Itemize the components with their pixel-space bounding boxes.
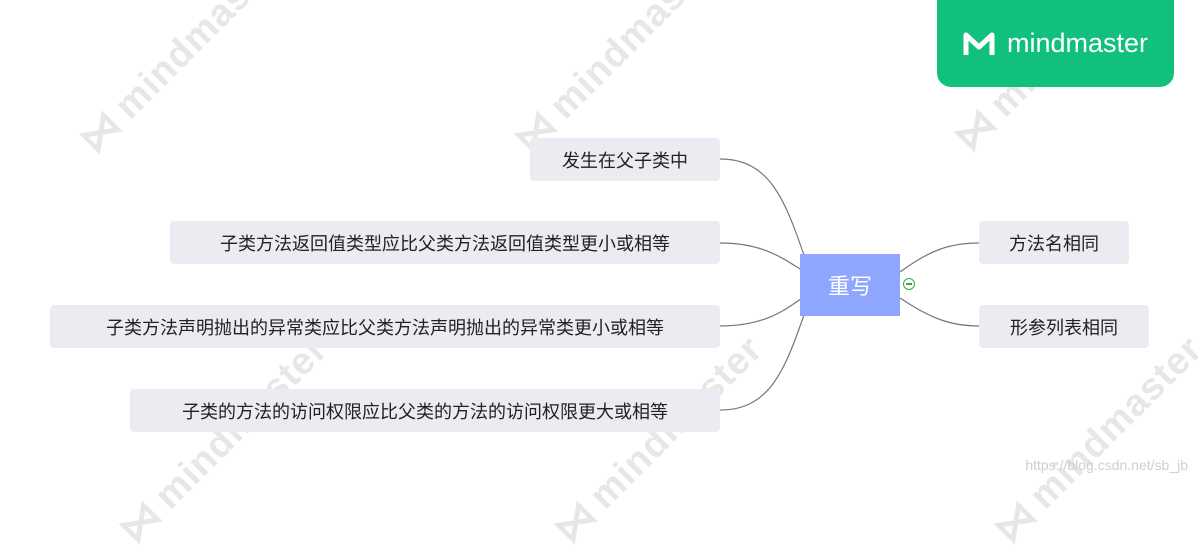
topic-label: 子类方法返回值类型应比父类方法返回值类型更小或相等 (220, 233, 670, 255)
central-topic-label: 重写 (827, 275, 872, 300)
topic-label: 形参列表相同 (1010, 317, 1118, 339)
topic-node[interactable]: 方法名相同 (979, 221, 1129, 264)
connector-lines (719, 158, 980, 411)
source-url-watermark: https://blog.csdn.net/sb_jb (1025, 457, 1188, 473)
mind-map-canvas: ⋈mindmaster ⋈mindmaster ⋈mindmaster ⋈min… (0, 0, 1198, 481)
connector-right-1 (899, 242, 980, 273)
central-topic[interactable]: 重写 (800, 254, 900, 316)
topic-label: 子类的方法的访问权限应比父类的方法的访问权限更大或相等 (182, 401, 668, 423)
connector-left-2 (719, 242, 806, 273)
connector-left-4 (719, 311, 806, 411)
brand-badge: mindmaster (937, 0, 1174, 87)
topic-label: 子类方法声明抛出的异常类应比父类方法声明抛出的异常类更小或相等 (106, 317, 664, 339)
connector-left-1 (719, 158, 806, 259)
topic-node[interactable]: 发生在父子类中 (530, 138, 720, 181)
topic-label: 发生在父子类中 (562, 150, 688, 172)
topic-node[interactable]: 子类方法返回值类型应比父类方法返回值类型更小或相等 (170, 221, 720, 264)
connector-left-3 (719, 295, 806, 327)
collapse-toggle-icon[interactable] (903, 278, 915, 290)
connector-right-2 (899, 297, 980, 327)
topic-label: 方法名相同 (1009, 233, 1099, 255)
topic-node[interactable]: 子类方法声明抛出的异常类应比父类方法声明抛出的异常类更小或相等 (50, 305, 720, 348)
brand-name: mindmaster (1006, 28, 1149, 58)
mindmaster-logo-icon (963, 32, 995, 55)
topic-node[interactable]: 子类的方法的访问权限应比父类的方法的访问权限更大或相等 (130, 389, 720, 432)
topic-node[interactable]: 形参列表相同 (979, 305, 1149, 348)
